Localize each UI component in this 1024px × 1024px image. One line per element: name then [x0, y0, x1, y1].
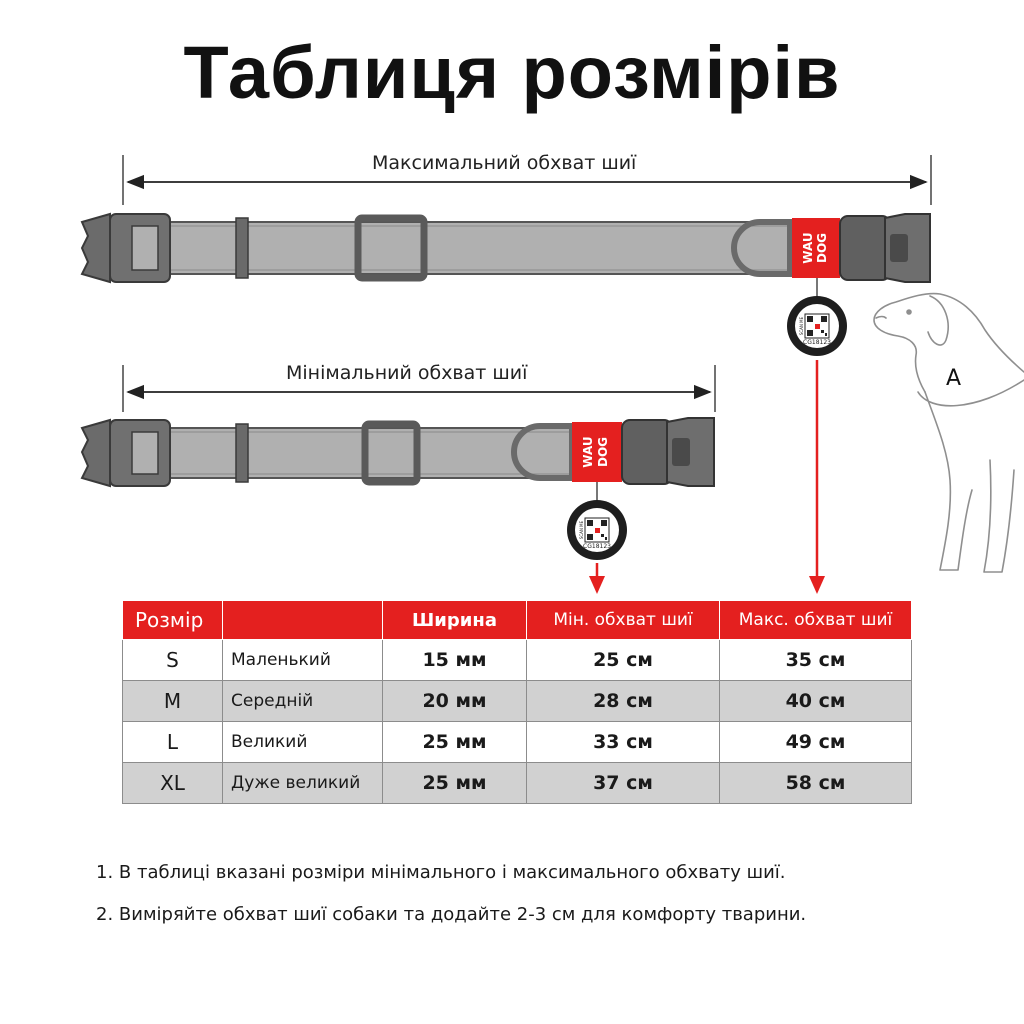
size-table: Розмір Ширина Мін. обхват шиї Макс. обхв…	[122, 600, 912, 804]
width-cell: 25 мм	[382, 721, 527, 763]
width-cell: 20 мм	[382, 680, 527, 722]
width-cell: 15 мм	[382, 639, 527, 681]
description-cell: Дуже великий	[222, 762, 383, 804]
max-dimension-line	[122, 155, 932, 205]
qr-scan-text: SCAN ME	[799, 316, 804, 335]
qr-code-text: CG18123	[803, 339, 831, 346]
size-cell: M	[122, 680, 223, 722]
min-girth-cell: 37 см	[526, 762, 720, 804]
max-girth-label: Максимальний обхват шиї	[366, 152, 643, 174]
keeper-min	[235, 423, 249, 483]
brand-tag-text: DOG	[815, 233, 829, 263]
qr-tag-max	[787, 296, 847, 356]
description-cell: Маленький	[222, 639, 383, 681]
min-girth-cell: 25 см	[526, 639, 720, 681]
buckle-right-max	[839, 213, 931, 283]
min-dimension-line	[122, 365, 716, 412]
buckle-left-max	[80, 212, 171, 284]
brand-tag-text: WAU	[801, 232, 815, 263]
description-cell: Великий	[222, 721, 383, 763]
header-max-girth: Макс. обхват шиї	[719, 600, 912, 640]
buckle-left-min	[80, 418, 171, 488]
notes-list: 1. В таблиці вказані розміри мінімальног…	[96, 858, 806, 942]
table-row: M Середній 20 мм 28 см 40 см	[122, 680, 912, 722]
min-girth-label: Мінімальний обхват шиї	[280, 362, 534, 384]
header-min-girth: Мін. обхват шиї	[526, 600, 720, 640]
qr-tag-min	[567, 500, 627, 560]
qr-code-text: CG18123	[583, 543, 611, 550]
red-arrow-max	[809, 360, 825, 594]
size-cell: XL	[122, 762, 223, 804]
slider-max	[354, 214, 428, 282]
note-item: 2. Виміряйте обхват шиї собаки та додайт…	[96, 904, 807, 925]
max-girth-cell: 40 см	[719, 680, 912, 722]
red-arrow-min	[589, 563, 605, 594]
header-description	[222, 600, 383, 640]
header-size: Розмір	[122, 600, 223, 640]
max-girth-cell: 58 см	[719, 762, 912, 804]
table-row: S Маленький 15 мм 25 см 35 см	[122, 639, 912, 681]
brand-tag-min	[572, 422, 622, 482]
brand-tag-text: WAU	[581, 436, 595, 467]
max-girth-cell: 49 см	[719, 721, 912, 763]
dog-outline-icon	[873, 292, 1024, 573]
buckle-right-min	[621, 417, 715, 487]
description-cell: Середній	[222, 680, 383, 722]
brand-tag-text: DOG	[596, 437, 610, 467]
header-width: Ширина	[382, 600, 527, 640]
table-header-row: Розмір Ширина Мін. обхват шиї Макс. обхв…	[122, 600, 912, 640]
dog-neck-marker: A	[946, 366, 962, 391]
slider-min	[361, 420, 421, 486]
qr-scan-text: SCAN ME	[579, 520, 584, 539]
max-girth-cell: 35 см	[719, 639, 912, 681]
d-ring-min	[511, 423, 575, 481]
d-ring-max	[731, 219, 793, 277]
size-cell: S	[122, 639, 223, 681]
collar-max	[80, 212, 931, 594]
width-cell: 25 мм	[382, 762, 527, 804]
min-girth-cell: 33 см	[526, 721, 720, 763]
table-row: L Великий 25 мм 33 см 49 см	[122, 721, 912, 763]
keeper-max	[235, 217, 249, 279]
note-item: 1. В таблиці вказані розміри мінімальног…	[96, 862, 786, 883]
collar-min	[80, 417, 715, 594]
size-cell: L	[122, 721, 223, 763]
brand-tag-max	[792, 218, 840, 278]
page-title: Таблиця розмірів	[183, 31, 841, 114]
min-girth-cell: 28 см	[526, 680, 720, 722]
table-row: XL Дуже великий 25 мм 37 см 58 см	[122, 762, 912, 804]
